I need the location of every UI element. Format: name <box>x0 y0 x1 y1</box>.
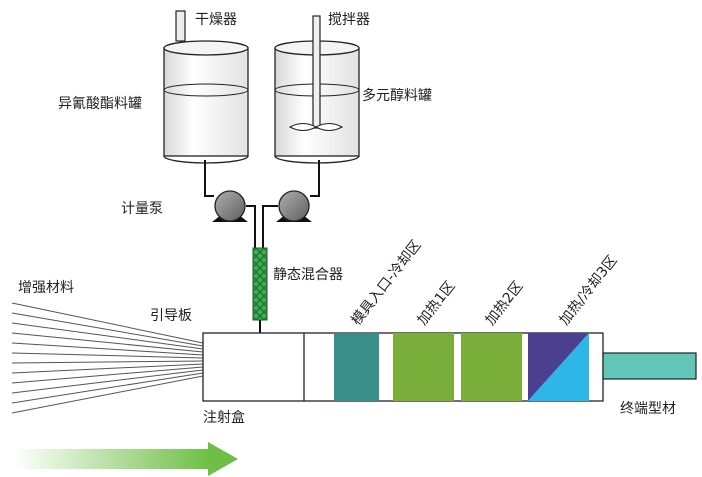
reinforcement-label: 增强材料 <box>18 280 74 296</box>
reinforcement-fibers <box>11 302 204 414</box>
final-profile <box>602 352 697 380</box>
zone-die-entry-cooling-label: 模具入口-冷却区 <box>349 237 425 328</box>
zone-heating-1-label: 加热1区 <box>415 278 459 328</box>
metering-pump-left <box>212 190 248 222</box>
injection-box-label: 注射盒 <box>203 409 245 426</box>
guide-plate-label: 引导板 <box>150 308 192 324</box>
metering-pump-label: 计量泵 <box>121 201 163 217</box>
stirrer-label: 搅拌器 <box>328 12 370 28</box>
zone-heating-2 <box>461 333 522 401</box>
zone-die-entry-cooling <box>334 333 379 401</box>
final-profile-label: 终端型材 <box>620 401 676 417</box>
zone-heating-cooling-3-label: 加热/冷却3区 <box>557 253 621 329</box>
static-mixer-label: 静态混合器 <box>273 267 343 283</box>
static-mixer <box>252 247 268 352</box>
metering-pump-right <box>276 190 312 222</box>
feed-pipes <box>204 160 320 248</box>
pull-direction-arrow <box>14 442 238 476</box>
isocyanate-tank <box>163 40 249 164</box>
zone-heating-cooling-3 <box>528 333 589 401</box>
zone-heating-2-label: 加热2区 <box>483 278 527 328</box>
zone-heating-1 <box>393 333 454 401</box>
dryer-label: 干燥器 <box>195 12 237 28</box>
isocyanate-tank-label: 异氰酸酯料罐 <box>58 96 142 112</box>
stirrer <box>288 15 344 132</box>
polyol-tank-label: 多元醇料罐 <box>362 87 432 104</box>
